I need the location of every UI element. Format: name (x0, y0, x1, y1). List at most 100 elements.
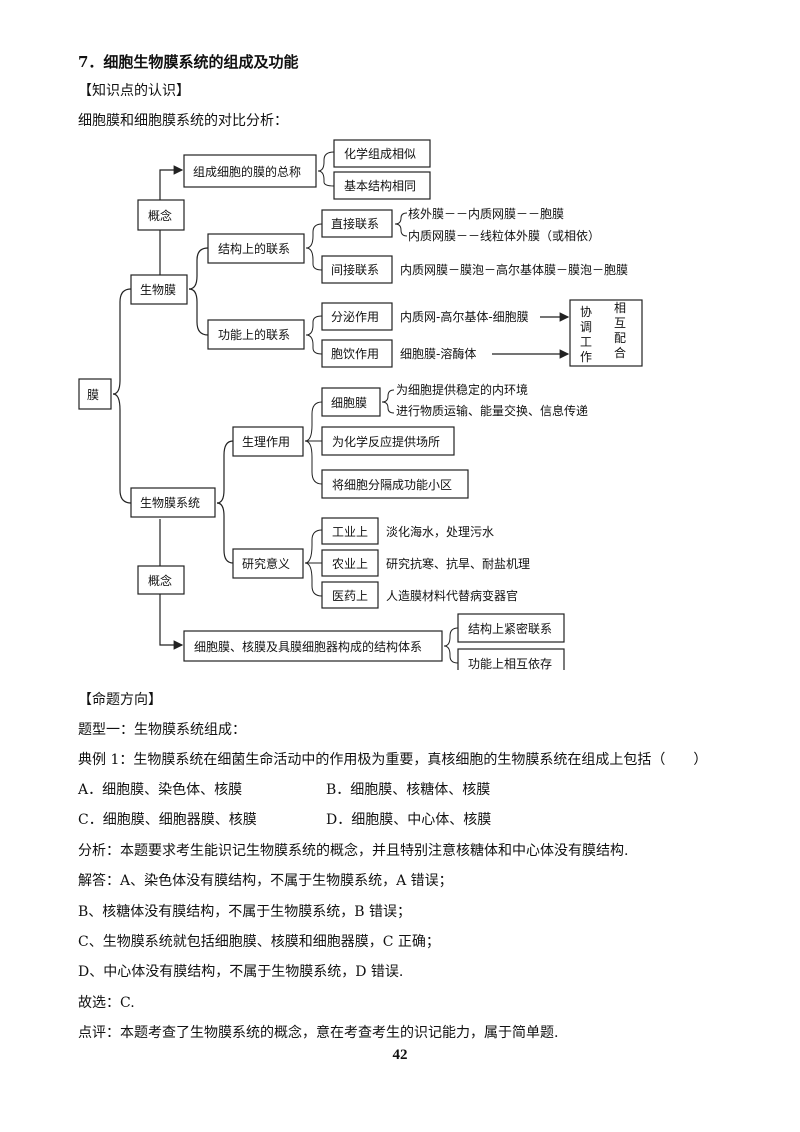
struct-link-label: 结构上的联系 (218, 241, 290, 256)
cell-membrane-label: 细胞膜 (331, 396, 367, 410)
secretion-brace (305, 315, 323, 336)
cm-sub-brace-2 (381, 401, 395, 414)
root-to-biomembrane-brace (112, 288, 132, 395)
section-title: 7．细胞生物膜系统的组成及功能 (78, 53, 299, 71)
option-a: A．细胞膜、染色体、核膜 (78, 782, 243, 798)
question-type: 题型一：生物膜系统组成： (78, 722, 246, 738)
cm-item-2: 进行物质运输、能量交换、信息传递 (396, 403, 588, 418)
direct-brace (305, 223, 323, 249)
research-label: 研究意义 (242, 556, 290, 571)
industry-label: 工业上 (332, 525, 368, 539)
concept-label: 概念 (148, 208, 172, 223)
option-d: D．细胞膜、中心体、核膜 (326, 812, 492, 828)
coop-char: 协 (580, 304, 592, 319)
system-research-brace (216, 502, 234, 564)
direct-item-1: 核外膜－－内质网膜－－胞膜 (408, 207, 564, 221)
medical-item: 人造膜材料代替病变器官 (386, 588, 518, 603)
answer-b: B、核糖体没有膜结构，不属于生物膜系统，B 错误； (78, 904, 412, 920)
chem-label: 化学组成相似 (344, 146, 416, 161)
root-label: 膜 (87, 388, 99, 402)
system-label: 生物膜系统 (140, 496, 200, 510)
cm-brace (304, 401, 323, 442)
system-box (130, 487, 216, 518)
direct-sub-brace-2 (394, 223, 408, 237)
direct-item-2: 内质网膜－－线粒体外膜（或相依） (408, 228, 600, 243)
system-def-box (183, 630, 443, 662)
page-number: 42 (392, 1047, 408, 1063)
system-physio-brace (216, 440, 234, 504)
medical-brace (304, 562, 323, 597)
chem-brace (317, 151, 335, 172)
concept-arrow (159, 165, 184, 200)
concept2-label: 概念 (148, 573, 172, 588)
phago-box (321, 339, 393, 368)
answer-c: C、生物膜系统就包括细胞膜、核膜和细胞器膜，C 正确； (78, 934, 440, 950)
phago-item: 细胞膜-溶酶体 (400, 346, 476, 361)
analysis-text: 分析：本题要求考生能识记生物膜系统的概念，并且特别注意核糖体和中心体没有膜结构. (78, 843, 629, 859)
concept-diagram: 膜 概念 组成细胞的膜的总称 化学组成相似 基本结构相同 生物膜 结构上的联系 … (78, 139, 643, 670)
concept2-box (137, 565, 185, 595)
phago-label: 胞饮作用 (331, 347, 379, 361)
secretion-label: 分泌作用 (331, 310, 379, 324)
medical-label: 医药上 (332, 589, 368, 603)
concept-box (137, 199, 185, 231)
direct-label: 直接联系 (331, 216, 379, 231)
tight-brace (443, 627, 459, 647)
heading-proposition: 【命题方向】 (78, 692, 162, 708)
phago-brace (305, 334, 323, 355)
coop-char: 配 (614, 331, 626, 345)
indirect-box (321, 255, 393, 284)
direct-sub-brace-1 (394, 212, 408, 225)
intro-text: 细胞膜和细胞膜系统的对比分析： (78, 113, 288, 129)
func-link-box (207, 319, 305, 350)
coop-box (569, 299, 643, 367)
comment-text: 点评：本题考查了生物膜系统的概念，意在考查考生的识记能力，属于简单题. (78, 1025, 559, 1041)
coop-char: 互 (614, 316, 626, 330)
concept-target-box (183, 154, 317, 188)
agri-box (321, 549, 379, 577)
indirect-brace (305, 247, 323, 271)
secretion-box (321, 302, 393, 331)
indirect-label: 间接联系 (331, 262, 379, 277)
depend-label: 功能上相互依存 (468, 656, 552, 670)
struct-link-box (207, 233, 305, 264)
cell-membrane-box (321, 387, 381, 417)
system-def-label: 细胞膜、核膜及具膜细胞器构成的结构体系 (194, 639, 422, 654)
option-b: B．细胞膜、核糖体、核膜 (326, 782, 491, 798)
secretion-item: 内质网-高尔基体-细胞膜 (400, 309, 529, 324)
compart-brace (304, 440, 323, 485)
concept-target-label: 组成细胞的膜的总称 (193, 164, 301, 179)
cm-item-1: 为细胞提供稳定的内环境 (396, 382, 528, 397)
example-question: 典例 1：生物膜系统在细菌生命活动中的作用极为重要，真核细胞的生物膜系统在组成上… (78, 752, 708, 768)
biomembrane-label: 生物膜 (140, 283, 176, 297)
indirect-item: 内质网膜－膜泡－高尔基体膜－膜泡－胞膜 (400, 262, 628, 277)
tight-label: 结构上紧密联系 (468, 621, 552, 636)
compart-box (321, 469, 469, 499)
medical-box (321, 581, 379, 609)
answer-d: D、中心体没有膜结构，不属于生物膜系统，D 错误. (78, 964, 404, 980)
coop-char: 工 (580, 335, 592, 349)
choice-text: 故选：C. (78, 995, 135, 1011)
biomembrane-box (130, 274, 188, 305)
industry-item: 淡化海水，处理污水 (386, 524, 494, 539)
root-to-system-brace (112, 393, 132, 504)
struct-basic-label: 基本结构相同 (344, 178, 416, 193)
cm-sub-brace-1 (381, 389, 395, 403)
struct-basic-box (333, 171, 431, 200)
coop-char: 作 (580, 350, 592, 364)
chem-box (333, 139, 431, 168)
depend-box (457, 648, 565, 670)
react-label: 为化学反应提供场所 (332, 434, 440, 449)
coop-char: 合 (614, 345, 626, 360)
concept2-arrow (159, 594, 184, 650)
coop-char: 相 (614, 301, 626, 315)
industry-box (321, 517, 379, 545)
react-box (321, 426, 455, 456)
func-link-label: 功能上的联系 (218, 327, 290, 342)
answer-text: 解答：A、染色体没有膜结构，不属于生物膜系统，A 错误； (78, 873, 453, 889)
industry-brace (304, 529, 323, 564)
depend-brace (443, 645, 459, 664)
bm-struct-brace (188, 247, 209, 290)
